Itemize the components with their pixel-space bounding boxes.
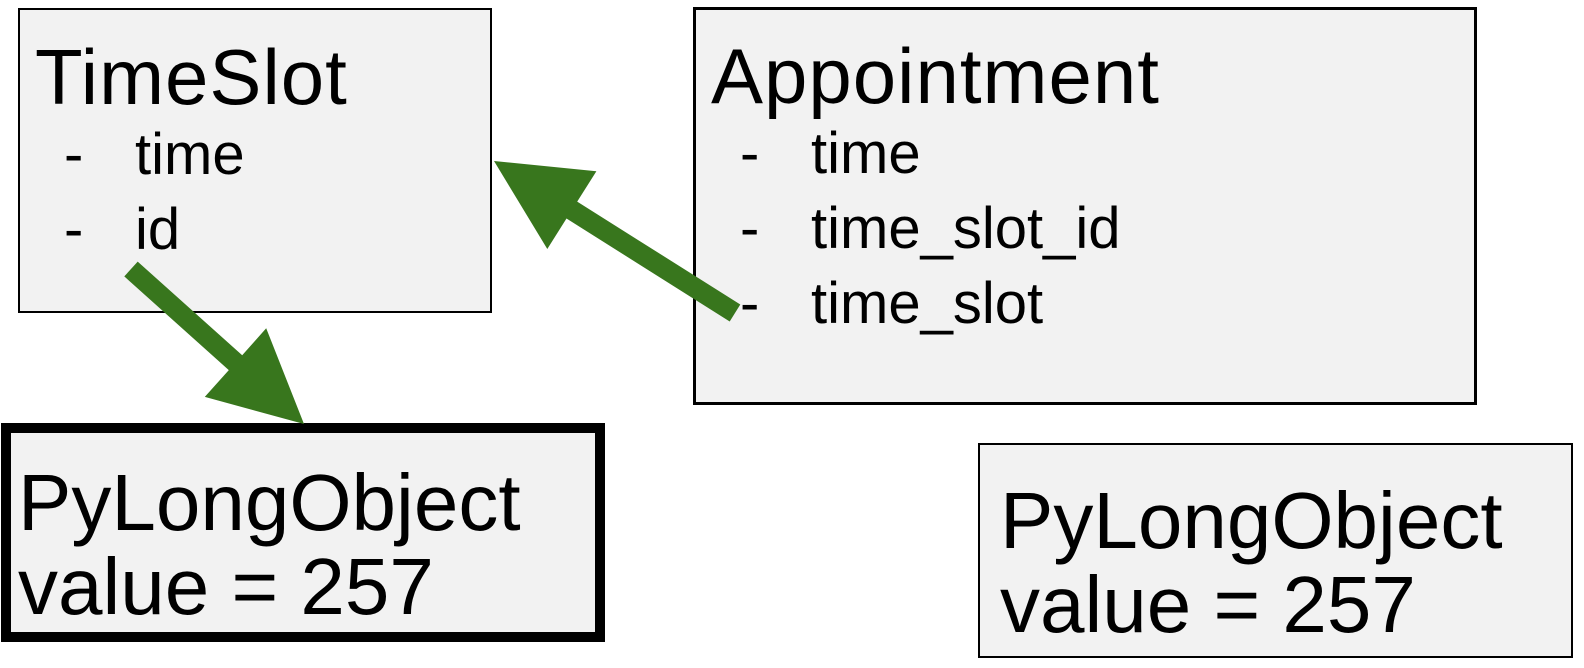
bullet-dash: - (740, 196, 760, 261)
timeslot-attr-id-label: id (135, 197, 181, 262)
object-box-pylongobject-left: PyLongObject value = 257 (1, 423, 605, 642)
pylongobject-right-value: value = 257 (1000, 560, 1416, 649)
class-box-timeslot: TimeSlot - time - id (18, 8, 492, 313)
timeslot-attr-id: - id (35, 192, 490, 267)
appointment-attr-time-label: time (811, 121, 921, 186)
appointment-title: Appointment (711, 32, 1160, 120)
appointment-attr-time-slot-id: - time_slot_id (711, 191, 1474, 266)
timeslot-title: TimeSlot (35, 33, 348, 121)
appointment-attr-time-slot-id-label: time_slot_id (811, 196, 1121, 261)
pylongobject-left-title: PyLongObject (18, 458, 521, 547)
pylongobject-right-title: PyLongObject (1000, 476, 1503, 565)
timeslot-attr-time-label: time (135, 122, 245, 187)
appointment-attr-time-slot-label: time_slot (811, 271, 1044, 336)
appointment-attr-time: - time (711, 116, 1474, 191)
appointment-attr-time-slot: - time_slot (711, 266, 1474, 341)
bullet-dash: - (64, 122, 84, 187)
class-box-appointment: Appointment - time - time_slot_id - time… (693, 7, 1477, 405)
object-box-pylongobject-right: PyLongObject value = 257 (978, 443, 1573, 658)
bullet-dash: - (740, 271, 760, 336)
bullet-dash: - (64, 197, 84, 262)
pylongobject-left-value: value = 257 (18, 542, 434, 631)
bullet-dash: - (740, 121, 760, 186)
timeslot-attr-time: - time (35, 117, 490, 192)
